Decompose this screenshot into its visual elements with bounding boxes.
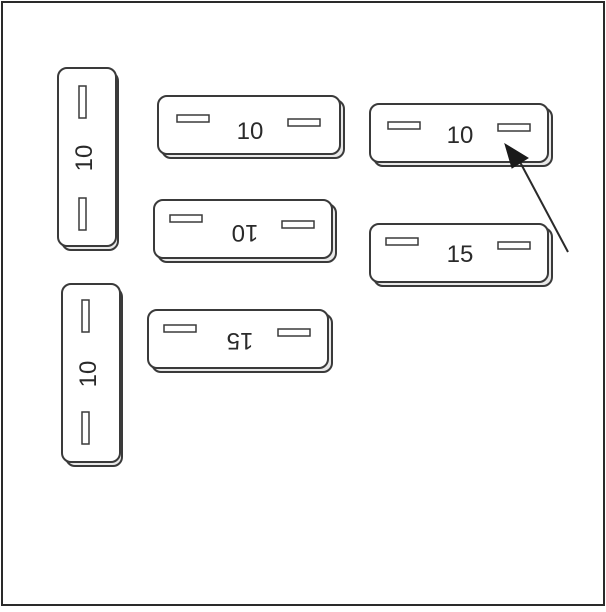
fuse-contact-slot xyxy=(169,214,203,223)
fuse-rating-label: 10 xyxy=(237,118,264,145)
fuse-contact-slot xyxy=(81,411,90,445)
fuse-contact-slot xyxy=(281,220,315,229)
fuse-rating-label: 10 xyxy=(75,361,102,388)
fuse-rating-label: 10 xyxy=(232,219,259,246)
fuse-contact-slot xyxy=(81,299,90,333)
fuse-contact-slot xyxy=(385,237,419,246)
fuse-contact-slot xyxy=(78,85,87,119)
fuse-contact-slot xyxy=(78,197,87,231)
fuse-rating-label: 15 xyxy=(447,241,474,268)
arrow-icon xyxy=(504,142,569,253)
fuse-contact-slot xyxy=(176,114,210,123)
fuse-horizontal-4: 15 xyxy=(369,223,553,287)
fuse-contact-slot xyxy=(387,121,421,130)
fuse-rating-label: 15 xyxy=(227,327,254,354)
fuse-horizontal-1: 10 xyxy=(157,95,345,159)
fuse-contact-slot xyxy=(163,324,197,333)
fuse-horizontal-3: 10 xyxy=(153,199,337,263)
fuse-horizontal-5: 15 xyxy=(147,309,333,373)
fuse-vertical-top: 10 xyxy=(57,67,119,251)
fuse-contact-slot xyxy=(287,118,321,127)
fuse-contact-slot xyxy=(497,123,531,132)
fuse-rating-label: 10 xyxy=(447,122,474,149)
fuse-rating-label: 10 xyxy=(71,145,98,172)
fuse-contact-slot xyxy=(497,241,531,250)
fuse-vertical-bottom: 10 xyxy=(61,283,123,467)
fuse-contact-slot xyxy=(277,328,311,337)
